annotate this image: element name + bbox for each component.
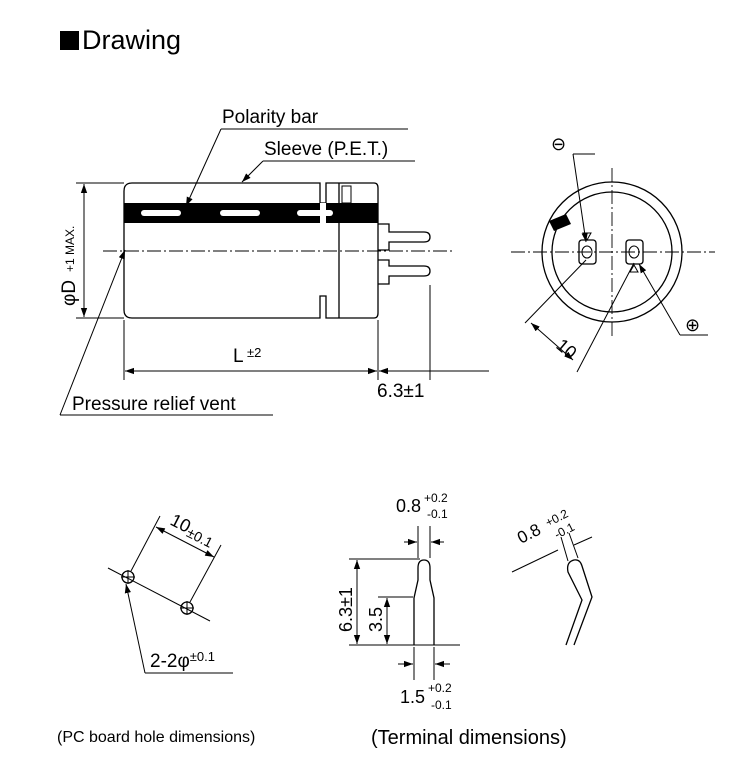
bent-ext-1 [560, 536, 569, 562]
negative-symbol: ⊖ [551, 134, 566, 154]
dia-tol-label: +1 MAX. [63, 226, 77, 272]
len-L-label: L [233, 346, 244, 367]
bent-terminal [565, 559, 593, 646]
terminal-view: 6.3±1 3.5 0.8 +0.2 -0.1 1.5 +0.2 -0.1 0.… [336, 491, 593, 749]
pos-terminal [625, 239, 644, 265]
drawing-heading: Drawing [60, 24, 181, 56]
pcb-holes-leader [124, 583, 146, 674]
bottom-pitch-label: 10 [552, 335, 580, 363]
term-base-plus: +0.2 [428, 681, 452, 695]
vent-leader [59, 249, 126, 416]
neg-leader [572, 153, 588, 243]
term-base-value: 1.5 [400, 687, 425, 707]
pcb-centerline [107, 567, 211, 622]
term-width-minus: -0.1 [427, 507, 448, 521]
vent-label: Pressure relief vent [72, 394, 236, 415]
sleeve-leader [241, 160, 264, 183]
bent-dim-line-r [573, 536, 593, 546]
capacitor-body [123, 182, 379, 319]
term-taper-label: 3.5 [366, 607, 386, 632]
pcb-view: 10±0.1 2-2φ±0.1 (PC board hole dimension… [57, 510, 255, 746]
seal-notch [341, 185, 352, 204]
pcb-caption: (PC board hole dimensions) [57, 729, 255, 746]
neg-arrow-mark [582, 232, 592, 242]
pos-terminal-hole [628, 245, 640, 259]
heading-text: Drawing [82, 25, 182, 55]
sleeve-label: Sleeve (P.E.T.) [264, 139, 388, 160]
polarity-leader [185, 128, 222, 207]
pos-arrow-mark [629, 263, 639, 273]
lead-top [378, 223, 431, 251]
pitch-dim-line [530, 322, 574, 361]
term-width-value: 0.8 [396, 496, 421, 516]
term-width-plus: +0.2 [424, 491, 448, 505]
neg-terminal-hole [581, 245, 593, 259]
pcb-holes-label: 2-2φ±0.1 [150, 649, 215, 672]
pitch-ext-neg [524, 259, 587, 324]
pitch-ext-pos [576, 262, 635, 373]
lead-len-label: 6.3±1 [377, 381, 424, 402]
heading-square-icon [60, 30, 79, 50]
bent-ext-2 [568, 532, 579, 559]
len-tol-label: ±2 [247, 345, 261, 360]
term-height-label: 6.3±1 [336, 587, 356, 632]
bent-value: 0.8 [514, 520, 544, 548]
polarity-dash-2 [220, 210, 260, 216]
polarity-dash-3 [297, 210, 333, 216]
term-base-minus: -0.1 [431, 698, 452, 712]
pos-leader [638, 263, 681, 336]
pcb-pitch-dim [155, 526, 215, 558]
terminal-caption: (Terminal dimensions) [371, 727, 567, 749]
terminal-shape [413, 559, 435, 645]
side-view: φD +1 MAX. L ±2 6.3±1 Polarity bar Sleev… [59, 107, 489, 416]
dia-phi-label: φD [59, 280, 80, 306]
pcb-ext-1 [130, 515, 161, 572]
negative-mark [549, 214, 571, 231]
polarity-bar-label: Polarity bar [222, 107, 319, 128]
lead-bottom [378, 259, 431, 285]
bent-dim-line-l [511, 549, 559, 573]
pcb-ext-2 [189, 544, 222, 603]
positive-symbol: ⊕ [685, 315, 700, 335]
pcb-pitch-label: 10±0.1 [166, 510, 218, 551]
polarity-dash-1 [141, 210, 181, 216]
bottom-view: ⊖ ⊕ 10 [511, 134, 715, 373]
